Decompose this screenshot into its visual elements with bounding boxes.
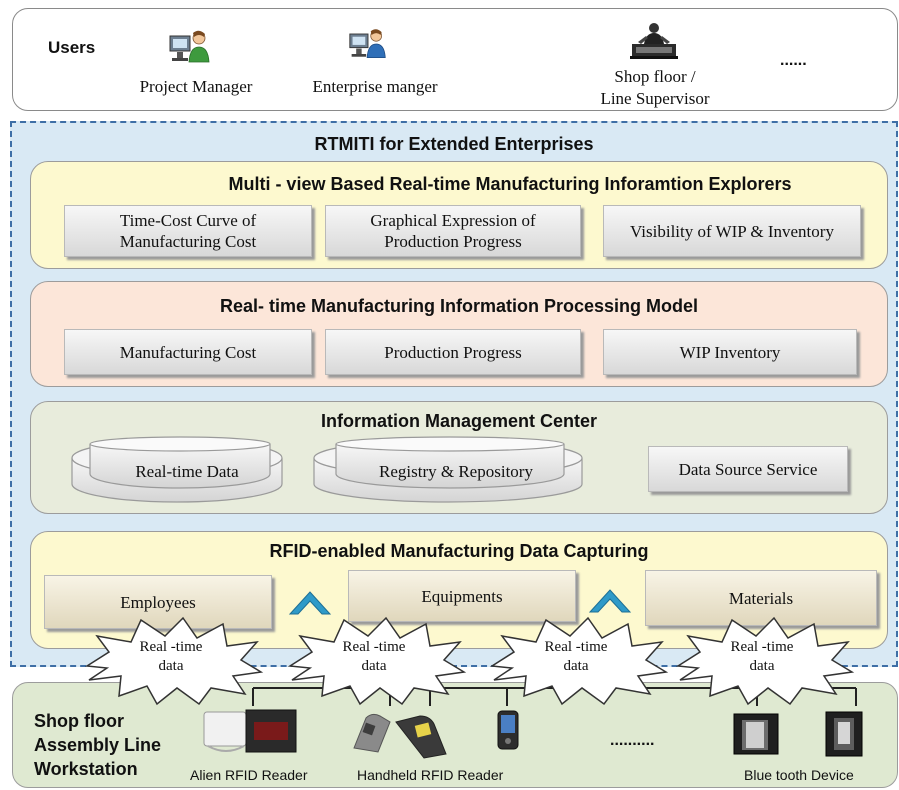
registry-repository-label: Registry & Repository: [379, 462, 533, 481]
employees-label: Employees: [120, 592, 196, 612]
database-cylinder-icon: [71, 436, 283, 503]
burst-line2: data: [361, 658, 387, 674]
burst-line1: Real -time: [730, 639, 794, 655]
bluetooth-device-label: Blue tooth Device: [744, 767, 854, 783]
burst-line2: data: [563, 658, 589, 674]
wip-inventory-label: WIP Inventory: [679, 342, 781, 362]
burst-line1: Real -time: [342, 639, 406, 655]
equipments-label: Equipments: [421, 586, 503, 606]
shopfloor-line2: Assembly Line: [34, 735, 162, 755]
shopfloor-line3: Workstation: [34, 759, 138, 779]
visibility-wip-label: Visibility of WIP & Inventory: [630, 221, 834, 241]
equipments-box: Equipments: [348, 570, 576, 622]
user-label-project-manager: Project Manager: [139, 77, 253, 96]
devices-ellipsis: ..........: [610, 732, 655, 749]
graphical-line1: Graphical Expression of: [370, 211, 536, 230]
user-label-line-supervisor: Line Supervisor: [600, 89, 710, 108]
users-heading: Users: [48, 38, 96, 57]
users-panel: [12, 8, 898, 111]
burst-line2: data: [749, 658, 775, 674]
user-computer-icon: [349, 29, 386, 58]
graphical-expression-box: Graphical Expression of Production Progre…: [325, 205, 581, 257]
shopfloor-label: Shop floor Assembly Line Workstation: [34, 709, 161, 781]
production-progress-box: Production Progress: [325, 329, 581, 375]
user-label-shop-floor: Shop floor /: [614, 67, 696, 86]
time-cost-line2: Manufacturing Cost: [119, 232, 257, 251]
database-cylinder-icon: [313, 436, 583, 503]
burst-line1: Real -time: [139, 639, 203, 655]
burst-label-1: Real -time data: [121, 638, 221, 676]
burst-label-4: Real -time data: [712, 638, 812, 676]
production-progress-label: Production Progress: [384, 342, 522, 362]
alien-rfid-reader-label: Alien RFID Reader: [190, 767, 308, 783]
data-source-service-box: Data Source Service: [648, 446, 848, 492]
users-more-ellipsis: ......: [780, 52, 807, 69]
capturing-title: RFID-enabled Manufacturing Data Capturin…: [269, 541, 649, 561]
time-cost-curve-box: Time-Cost Curve of Manufacturing Cost: [64, 205, 312, 257]
burst-label-2: Real -time data: [324, 638, 424, 676]
processing-title: Real- time Manufacturing Information Pro…: [219, 296, 699, 316]
materials-box: Materials: [645, 570, 877, 626]
visibility-wip-box: Visibility of WIP & Inventory: [603, 205, 861, 257]
explorers-title: Multi - view Based Real-time Manufacturi…: [228, 174, 792, 194]
chevron-up-icon: [288, 591, 332, 615]
worker-at-machine-icon: [630, 23, 678, 59]
handheld-rfid-reader-label: Handheld RFID Reader: [357, 767, 504, 783]
burst-line2: data: [158, 658, 184, 674]
bluetooth-device-icon: [733, 713, 779, 755]
data-source-service-label: Data Source Service: [678, 459, 818, 479]
user-computer-icon: [169, 30, 210, 63]
chevron-up-icon: [588, 589, 632, 613]
wip-inventory-box: WIP Inventory: [603, 329, 857, 375]
manufacturing-cost-box: Manufacturing Cost: [64, 329, 312, 375]
burst-label-3: Real -time data: [526, 638, 626, 676]
shopfloor-line1: Shop floor: [34, 711, 124, 731]
pda-device-icon: [497, 710, 519, 750]
realtime-data-label: Real-time Data: [135, 462, 239, 481]
rtmiti-title: RTMITI for Extended Enterprises: [314, 134, 594, 154]
manufacturing-cost-label: Manufacturing Cost: [119, 342, 257, 362]
time-cost-line1: Time-Cost Curve of: [119, 211, 257, 230]
materials-label: Materials: [728, 588, 794, 608]
burst-line1: Real -time: [544, 639, 608, 655]
alien-rfid-reader-icon: [203, 709, 297, 753]
management-title: Information Management Center: [320, 411, 598, 431]
bluetooth-device-icon: [825, 711, 863, 757]
handheld-rfid-reader-icon: [353, 713, 447, 759]
graphical-line2: Production Progress: [384, 232, 522, 251]
user-label-enterprise-manager: Enterprise manger: [312, 77, 438, 96]
employees-box: Employees: [44, 575, 272, 629]
